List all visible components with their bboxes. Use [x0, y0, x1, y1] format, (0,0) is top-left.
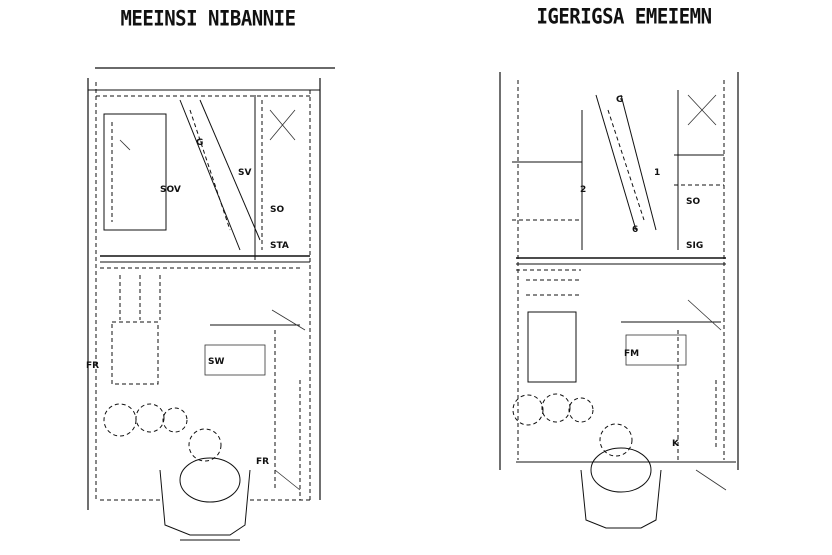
room-label: 1	[654, 168, 660, 178]
door-swing	[687, 299, 722, 331]
fixture	[568, 397, 594, 423]
fixture	[119, 139, 131, 151]
plan-title-right: IGERIGSA EMEIEMN	[536, 4, 712, 30]
stair-line	[595, 94, 637, 231]
door-swing	[269, 109, 296, 141]
room-label: G	[616, 95, 623, 105]
fixture	[179, 457, 241, 503]
room-label: SW	[208, 357, 224, 367]
room	[103, 113, 167, 231]
door-swing	[695, 469, 727, 491]
door-swing	[274, 469, 301, 491]
fixture	[599, 423, 633, 457]
room	[527, 311, 577, 383]
fixture	[135, 403, 165, 433]
fixture	[512, 394, 544, 426]
room-label: FR	[256, 457, 269, 467]
fixture	[162, 407, 188, 433]
room-label: K	[672, 439, 680, 449]
floor-plan-right-drawing: G 2 1 SO SIG 6 FM K	[499, 72, 739, 529]
room-label: SIG	[686, 241, 703, 251]
plan-title-left: MEEINSI NIBANNIE	[120, 6, 296, 32]
room-label: SV	[238, 168, 251, 178]
stair-line	[620, 94, 657, 231]
room-label: FM	[624, 349, 639, 359]
room-label: FR	[86, 361, 99, 371]
fixture	[541, 393, 571, 423]
stair-line	[607, 109, 645, 221]
room-label: SOV	[160, 185, 181, 195]
bay-window	[159, 469, 251, 536]
floor-plan-left-drawing: SOV SV G STA SO SW FR FR	[86, 67, 335, 541]
floor-plan-right: IGERIGSA EMEIEMN	[416, 0, 832, 555]
room	[204, 344, 266, 376]
fixture	[188, 428, 222, 462]
room-label: SO	[270, 205, 284, 215]
room-label: 2	[580, 185, 586, 195]
stair-line	[189, 109, 231, 231]
room-label: G	[196, 138, 203, 148]
stair-line	[179, 99, 241, 251]
door-swing	[271, 309, 306, 331]
bay-window	[580, 469, 662, 529]
fixture	[590, 447, 652, 493]
fixture	[103, 403, 137, 437]
room-label: 6	[632, 225, 638, 235]
room	[625, 334, 687, 366]
room-label: STA	[270, 241, 289, 251]
door-swing	[687, 94, 717, 126]
room	[111, 321, 159, 385]
floor-plan-left: MEEINSI NIBANNIE	[86, 6, 335, 541]
room-label: SO	[686, 197, 700, 207]
stair-line	[199, 99, 261, 241]
